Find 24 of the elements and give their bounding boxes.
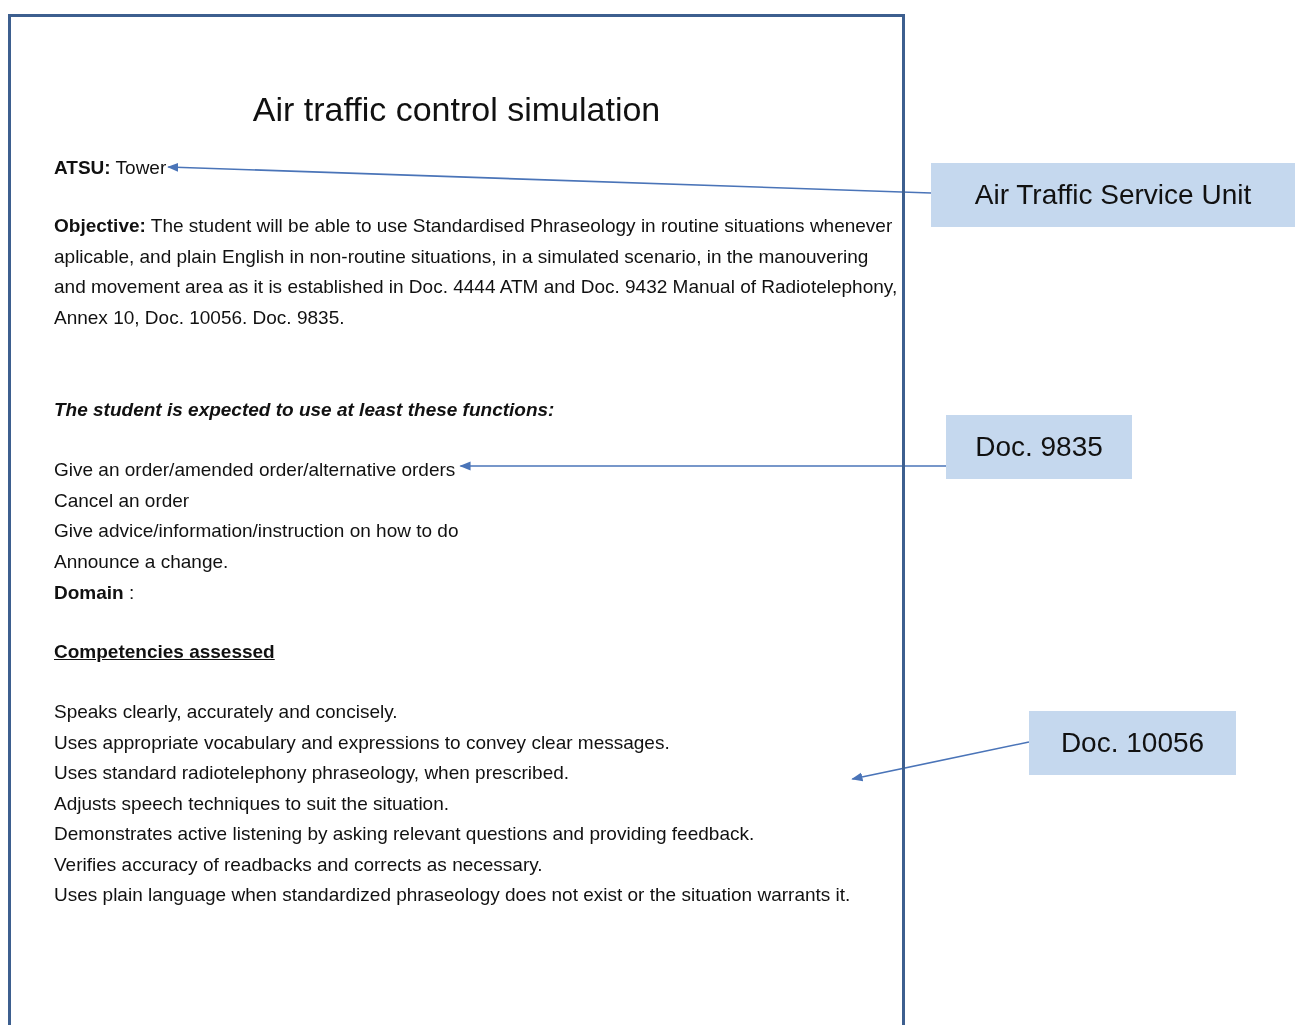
function-item: Cancel an order xyxy=(54,488,191,513)
callout-box: Doc. 10056 xyxy=(1029,711,1236,775)
section-heading: Competencies assessed xyxy=(54,640,276,664)
callout-box: Doc. 9835 xyxy=(946,415,1132,479)
competency-item: Uses plain language when standardized phraseology does not exist or the situation warrants it. xyxy=(54,883,851,907)
competency-item: Uses standard radiotelephony phraseology, when prescribed. xyxy=(54,761,571,785)
section-heading: Domain : xyxy=(54,581,136,605)
leader-line xyxy=(851,741,1030,782)
instruction-text: The student is expected to use at least these functions: xyxy=(54,398,556,422)
unit-text: ATSU: Tower xyxy=(54,156,167,180)
competency-item: Verifies accuracy of readbacks and corrects as necessary. xyxy=(54,852,544,877)
leader-line xyxy=(459,461,947,471)
objective-text: Objective: The student will be able to use Standardised Phraseology in routine situations whenever aplicable, and plain English in non-routine situations, in a simulated scenario, in the manouvering and movement area as it is established in Doc. 4444 ATM and Doc. 9432 Manual of Radiotelephony, Annex 10, Doc. 10056. Doc. 9835. xyxy=(54,214,899,330)
competency-item: Demonstrates active listening by asking relevant questions and providing feedback. xyxy=(54,822,756,846)
function-item: Give advice/information/instruction on how to do xyxy=(54,519,459,543)
page-title: Air traffic control simulation xyxy=(251,89,662,130)
document-page xyxy=(8,14,905,1025)
competency-item: Speaks clearly, accurately and concisely. xyxy=(54,700,399,724)
callout-box: Air Traffic Service Unit xyxy=(931,163,1295,227)
leader-line xyxy=(167,162,932,194)
competency-item: Adjusts speech techniques to suit the situation. xyxy=(54,791,451,816)
function-item: Announce a change. xyxy=(54,549,230,574)
competency-item: Uses appropriate vocabulary and expressions to convey clear messages. xyxy=(54,730,671,755)
function-item: Give an order/amended order/alternative orders xyxy=(54,458,457,482)
